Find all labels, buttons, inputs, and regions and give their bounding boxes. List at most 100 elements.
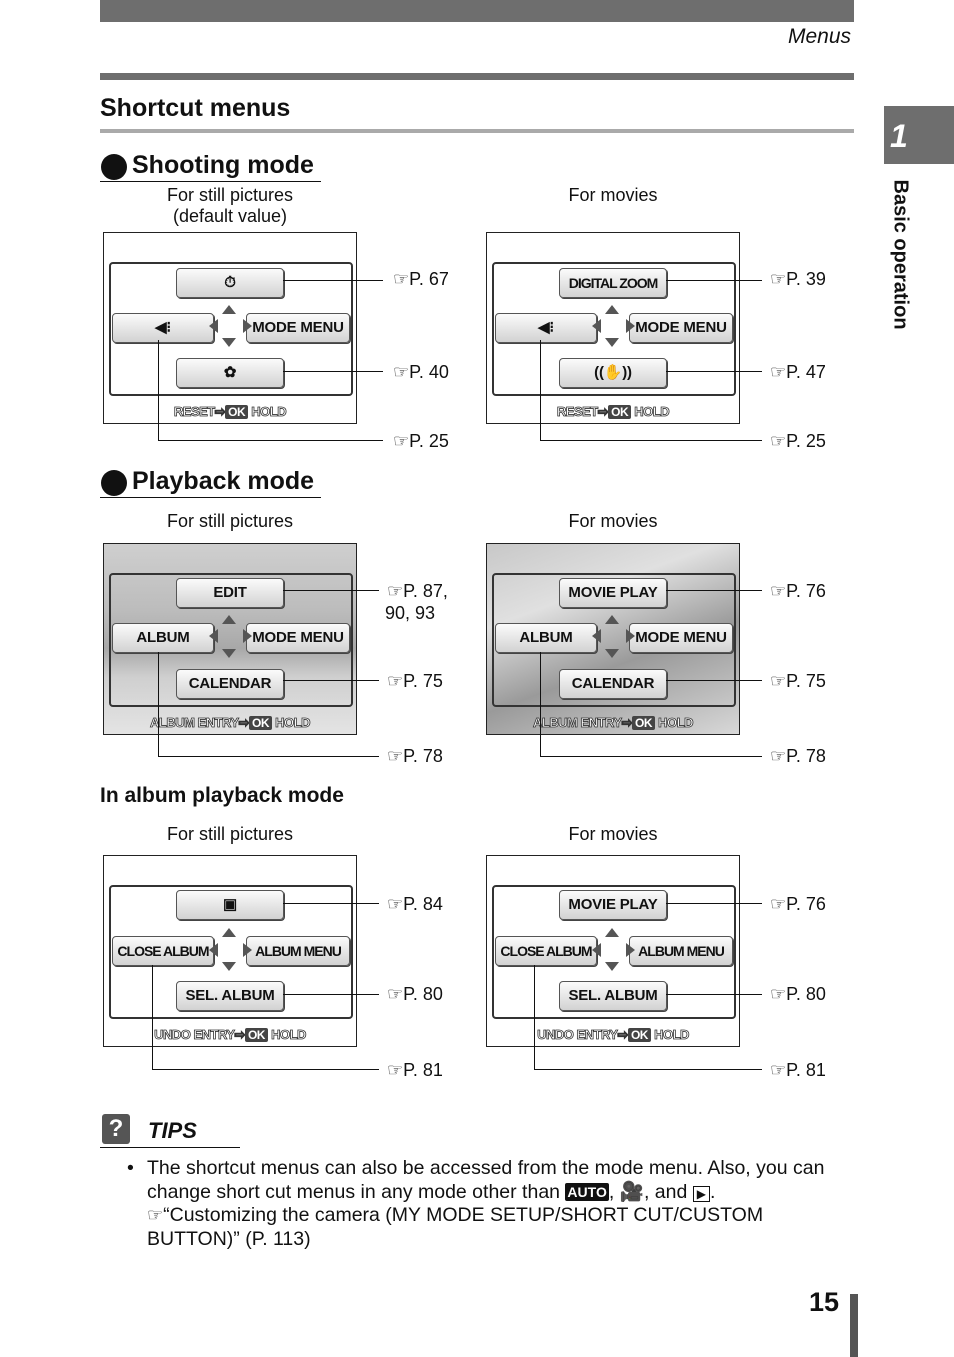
up-arrow-icon [222, 928, 236, 937]
album-right-caption: For movies [568, 824, 658, 844]
page-ref: ☞P. 25 [393, 431, 449, 451]
leader-line [158, 652, 159, 756]
chapter-number: 1 [890, 118, 908, 154]
screen-footer: ALBUM ENTRY⇨OK HOLD [150, 715, 311, 731]
down-arrow-icon [222, 962, 236, 971]
mode-menu-button[interactable]: MODE MENU [246, 623, 350, 653]
page-ref: ☞P. 76 [770, 894, 826, 914]
playback-heading: Playback mode [132, 467, 315, 495]
chapter-label: Basic operation [889, 179, 912, 330]
reference-icon: ☞ [393, 362, 410, 382]
album-heading: In album playback mode [100, 784, 344, 807]
mode-menu-button[interactable]: MODE MENU [246, 313, 350, 343]
reference-icon: ☞ [393, 269, 410, 289]
page-ref: ☞P. 87, [387, 581, 448, 601]
leader-line [283, 590, 379, 591]
quality-button[interactable]: ◀⁝ [112, 313, 214, 343]
right-arrow-icon [626, 629, 635, 643]
up-arrow-icon [222, 615, 236, 624]
movie-play-button[interactable]: MOVIE PLAY [559, 890, 667, 920]
leader-line [540, 340, 541, 441]
album-button[interactable]: ALBUM [495, 623, 597, 653]
leader-line [283, 280, 383, 281]
reference-icon: ☞ [770, 1060, 787, 1080]
reference-icon: ☞ [770, 269, 787, 289]
stabilizer-button[interactable]: ((✋)) [559, 358, 667, 388]
reference-icon: ☞ [770, 746, 787, 766]
up-arrow-icon [222, 305, 236, 314]
album-menu-button[interactable]: ALBUM MENU [246, 936, 350, 966]
select-album-button[interactable]: SEL. ALBUM [176, 981, 284, 1011]
left-arrow-icon [209, 629, 218, 643]
edit-button[interactable]: EDIT [176, 578, 284, 608]
leader-line [666, 994, 762, 995]
album-menu-button[interactable]: ALBUM MENU [629, 936, 733, 966]
right-arrow-icon [626, 943, 635, 957]
select-album-button[interactable]: SEL. ALBUM [559, 981, 667, 1011]
screen-footer: RESET⇨OK HOLD [556, 404, 670, 420]
leader-line [158, 340, 159, 441]
shooting-heading: Shooting mode [132, 151, 314, 179]
lcd-screen: EDIT ALBUM MODE MENU CALENDAR ALBUM ENTR… [103, 543, 357, 735]
up-arrow-icon [605, 615, 619, 624]
album-left-caption: For still pictures [166, 824, 294, 844]
self-timer-button[interactable]: ⏱ [176, 268, 284, 298]
left-arrow-icon [592, 319, 601, 333]
down-arrow-icon [605, 962, 619, 971]
playback-icon: ▶ [692, 1185, 710, 1202]
reference-icon: ☞ [387, 581, 404, 601]
page-ref: ☞P. 78 [770, 746, 826, 766]
up-arrow-icon [605, 928, 619, 937]
title-rule-bottom [100, 129, 854, 133]
left-arrow-icon [592, 629, 601, 643]
leader-line [158, 440, 383, 441]
movie-play-button[interactable]: MOVIE PLAY [559, 578, 667, 608]
screen-footer: ALBUM ENTRY⇨OK HOLD [533, 715, 694, 731]
page-number-bar [850, 1294, 858, 1357]
digital-zoom-button[interactable]: DIGITAL ZOOM [559, 268, 667, 298]
slideshow-icon: ▣ [223, 896, 237, 913]
reference-icon: ☞ [387, 746, 404, 766]
up-arrow-icon [605, 305, 619, 314]
leader-line [540, 756, 762, 757]
calendar-button[interactable]: CALENDAR [176, 669, 284, 699]
quality-button[interactable]: ◀⁝ [495, 313, 597, 343]
macro-button[interactable]: ✿ [176, 358, 284, 388]
slideshow-button[interactable]: ▣ [176, 890, 284, 920]
leader-line [540, 652, 541, 756]
tips-underline [100, 1147, 240, 1148]
tips-icon: ? [102, 1114, 130, 1144]
reference-icon: ☞ [387, 1060, 404, 1080]
leader-line [152, 1069, 379, 1070]
calendar-button[interactable]: CALENDAR [559, 669, 667, 699]
reference-icon: ☞ [387, 894, 404, 914]
close-album-button[interactable]: CLOSE ALBUM [112, 936, 214, 966]
reference-icon: ☞ [393, 431, 410, 451]
bullet-icon [101, 470, 127, 496]
leader-line [283, 994, 379, 995]
down-arrow-icon [605, 338, 619, 347]
leader-line [666, 590, 762, 591]
page-ref: ☞P. 40 [393, 362, 449, 382]
right-arrow-icon [243, 629, 252, 643]
tips-text: The shortcut menus can also be accessed … [147, 1157, 825, 1250]
screen-footer: UNDO ENTRY⇨OK HOLD [154, 1027, 307, 1043]
page-ref: ☞P. 67 [393, 269, 449, 289]
shooting-left-caption: For still pictures (default value) [166, 185, 294, 226]
close-album-button[interactable]: CLOSE ALBUM [495, 936, 597, 966]
page-ref: ☞P. 39 [770, 269, 826, 289]
page-number: 15 [809, 1287, 840, 1317]
reference-icon: ☞ [770, 894, 787, 914]
lcd-screen: MOVIE PLAY CLOSE ALBUM ALBUM MENU SEL. A… [486, 855, 740, 1047]
right-arrow-icon [626, 319, 635, 333]
left-arrow-icon [209, 319, 218, 333]
reference-icon: ☞ [147, 1205, 164, 1225]
header-bar [100, 0, 854, 22]
stabilizer-icon: ((✋)) [594, 364, 632, 381]
right-arrow-icon [243, 943, 252, 957]
page-ref: ☞P. 81 [770, 1060, 826, 1080]
mode-menu-button[interactable]: MODE MENU [629, 623, 733, 653]
playback-right-caption: For movies [568, 511, 658, 531]
mode-menu-button[interactable]: MODE MENU [629, 313, 733, 343]
album-button[interactable]: ALBUM [112, 623, 214, 653]
